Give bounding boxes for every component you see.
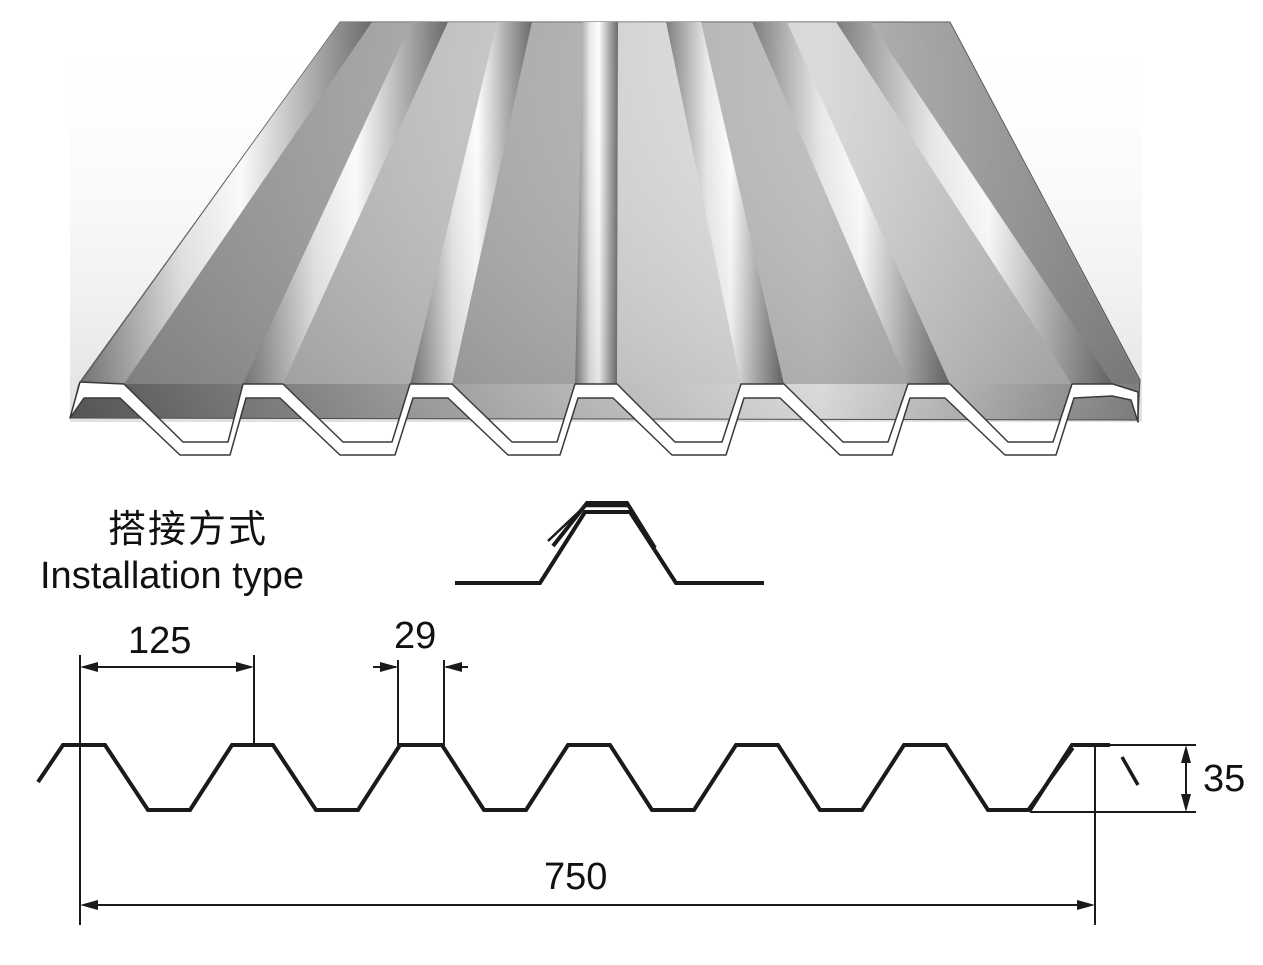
arrow-750-right <box>1077 900 1095 910</box>
overlap-upper-sheet <box>551 501 657 550</box>
dimension-cover-width: 750 <box>544 856 608 898</box>
overlap-upper-sheet-inner <box>547 504 629 542</box>
profile-line <box>36 743 1110 812</box>
sheet-shading <box>70 22 1142 422</box>
dimension-rib-spacing: 125 <box>128 620 192 662</box>
arrow-29-left <box>380 662 398 672</box>
arrow-125-right <box>236 662 254 672</box>
overlap-lower-sheet <box>455 510 764 585</box>
arrow-125-left <box>80 662 98 672</box>
arrow-29-right <box>444 662 462 672</box>
sheet-front-edge <box>69 381 1139 456</box>
installation-detail <box>455 501 764 585</box>
profile-overlap-end <box>1026 746 1140 812</box>
installation-title-english: Installation type <box>40 555 305 597</box>
arrow-750-left <box>80 900 98 910</box>
arrow-35-top <box>1181 745 1191 763</box>
sheet-3d-illustration <box>69 21 1142 456</box>
cross-section-profile <box>36 743 1140 812</box>
dimension-rib-top-width: 29 <box>394 615 437 657</box>
arrow-35-bottom <box>1181 794 1191 812</box>
installation-title-chinese: 搭接方式 <box>108 507 269 551</box>
dimension-rib-height: 35 <box>1203 758 1246 800</box>
dimension-lines <box>79 655 1196 925</box>
